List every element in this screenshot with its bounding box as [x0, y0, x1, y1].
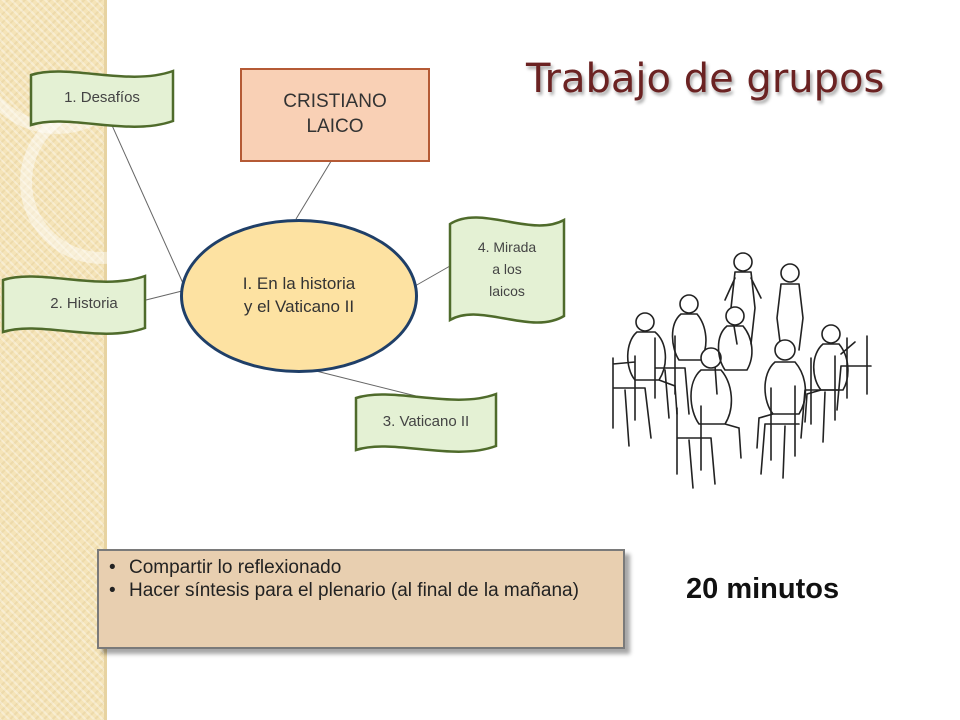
notes-box: Compartir lo reflexionado Hacer síntesis…: [97, 549, 625, 649]
chair-icon: [760, 385, 800, 479]
chair-icon: [836, 335, 872, 411]
chair-icon: [654, 335, 690, 419]
chair-icon: [676, 405, 716, 489]
standing-person-icon: [776, 263, 804, 351]
branch-mirada-label: 4. Mirada a los laicos: [446, 208, 568, 332]
notes-list: Compartir lo reflexionado Hacer síntesis…: [99, 557, 623, 603]
duration-label: 20 minutos: [686, 573, 840, 605]
mirada-line-3: laicos: [489, 282, 525, 299]
branch-desafios-label: 1. Desafíos: [64, 89, 140, 107]
seated-person-icon: [626, 312, 678, 415]
note-item: Compartir lo reflexionado: [109, 557, 623, 579]
group-discussion-illustration: [612, 252, 872, 489]
seated-person-icon: [690, 347, 742, 459]
chair-icon: [612, 355, 652, 447]
branch-historia: 2. Historia: [0, 270, 148, 338]
cristiano-laico-box: CRISTIANO LAICO: [240, 68, 430, 162]
branch-vaticano-label: 3. Vaticano II: [382, 413, 470, 431]
standing-person-icon: [724, 252, 762, 345]
center-line-2: y el Vaticano II: [243, 297, 355, 316]
mirada-line-1: 4. Mirada: [477, 239, 537, 256]
seated-person-icon: [756, 339, 807, 449]
branch-historia-label: 2. Historia: [50, 295, 118, 313]
note-item: Hacer síntesis para el plenario (al fina…: [109, 580, 623, 602]
box-line-1: CRISTIANO: [283, 91, 387, 113]
slide-title: Trabajo de grupos: [526, 56, 885, 102]
center-line-1: I. En la historia: [242, 274, 356, 294]
branch-desafios: 1. Desafíos: [28, 66, 176, 130]
box-line-2: LAICO: [306, 116, 364, 137]
mirada-line-2: a los: [492, 261, 522, 278]
seated-person-icon: [804, 324, 856, 423]
seated-person-icon: [717, 306, 753, 371]
central-topic-ellipse: I. En la historia y el Vaticano II: [180, 219, 418, 373]
branch-vaticano: 3. Vaticano II: [353, 388, 499, 456]
branch-mirada-laicos: 4. Mirada a los laicos: [446, 208, 568, 332]
